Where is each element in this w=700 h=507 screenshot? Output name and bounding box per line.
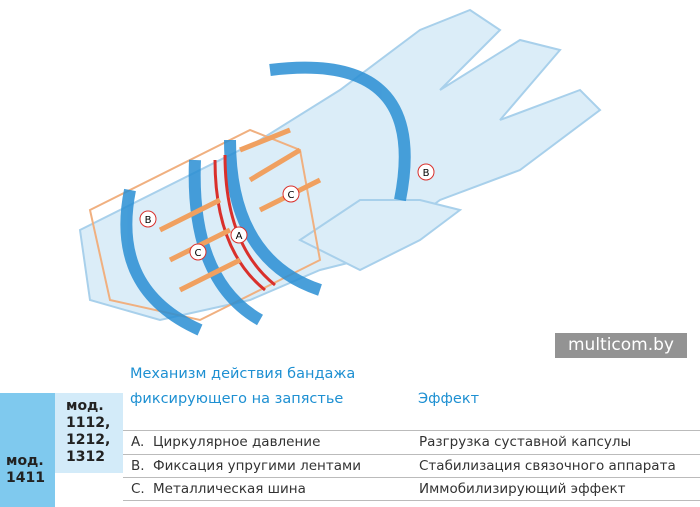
table-row: B. Фиксация упругими лентами Стабилизаци… (123, 454, 700, 478)
svg-text:C: C (288, 190, 295, 201)
model-number: 1312 (66, 449, 105, 465)
row-mechanism: Циркулярное давление (153, 434, 321, 450)
watermark: multicom.by (555, 333, 687, 358)
row-mechanism: Металлическая шина (153, 481, 306, 497)
hand-shape (78, 8, 602, 322)
blue-bands (120, 61, 411, 336)
svg-text:A: A (236, 231, 243, 242)
table-row: A. Циркулярное давление Разгрузка сустав… (123, 430, 700, 454)
model-1411-column: мод. 1411 (0, 393, 55, 507)
row-letter: B. (131, 458, 145, 474)
svg-text:B: B (145, 215, 152, 226)
forearm-wrap (88, 128, 322, 322)
label-markers: A B C B C (139, 163, 435, 261)
row-effect: Разгрузка суставной капсулы (419, 434, 632, 450)
wrist-brace-illustration: A B C B C (78, 8, 602, 336)
svg-text:C: C (195, 248, 202, 259)
label-b2: B (417, 163, 435, 181)
row-letter: C. (131, 481, 145, 497)
model-label: мод. (66, 398, 104, 414)
row-letter: A. (131, 434, 145, 450)
label-a: A (230, 226, 248, 244)
header-mechanism-line2: фиксирующего на запястье (130, 391, 344, 407)
row-mechanism: Фиксация упругими лентами (153, 458, 361, 474)
label-c2: C (282, 185, 300, 203)
model-number: 1112, (66, 415, 111, 431)
model-number: 1411 (6, 470, 45, 486)
model-number: 1212, (66, 432, 111, 448)
header-effect: Эффект (418, 391, 480, 407)
header-mechanism: Механизм действия бандажа фиксирующего н… (130, 362, 355, 412)
svg-text:B: B (423, 168, 430, 179)
model-1112-column: мод. 1112, 1212, 1312 (55, 393, 123, 473)
header-mechanism-line1: Механизм действия бандажа (130, 366, 356, 382)
row-effect: Иммобилизирующий эффект (419, 481, 626, 497)
model-label: мод. (6, 453, 44, 469)
label-c: C (189, 243, 207, 261)
label-b: B (139, 210, 157, 228)
table-row: C. Металлическая шина Иммобилизирующий э… (123, 477, 700, 501)
row-effect: Стабилизация связочного аппарата (419, 458, 676, 474)
